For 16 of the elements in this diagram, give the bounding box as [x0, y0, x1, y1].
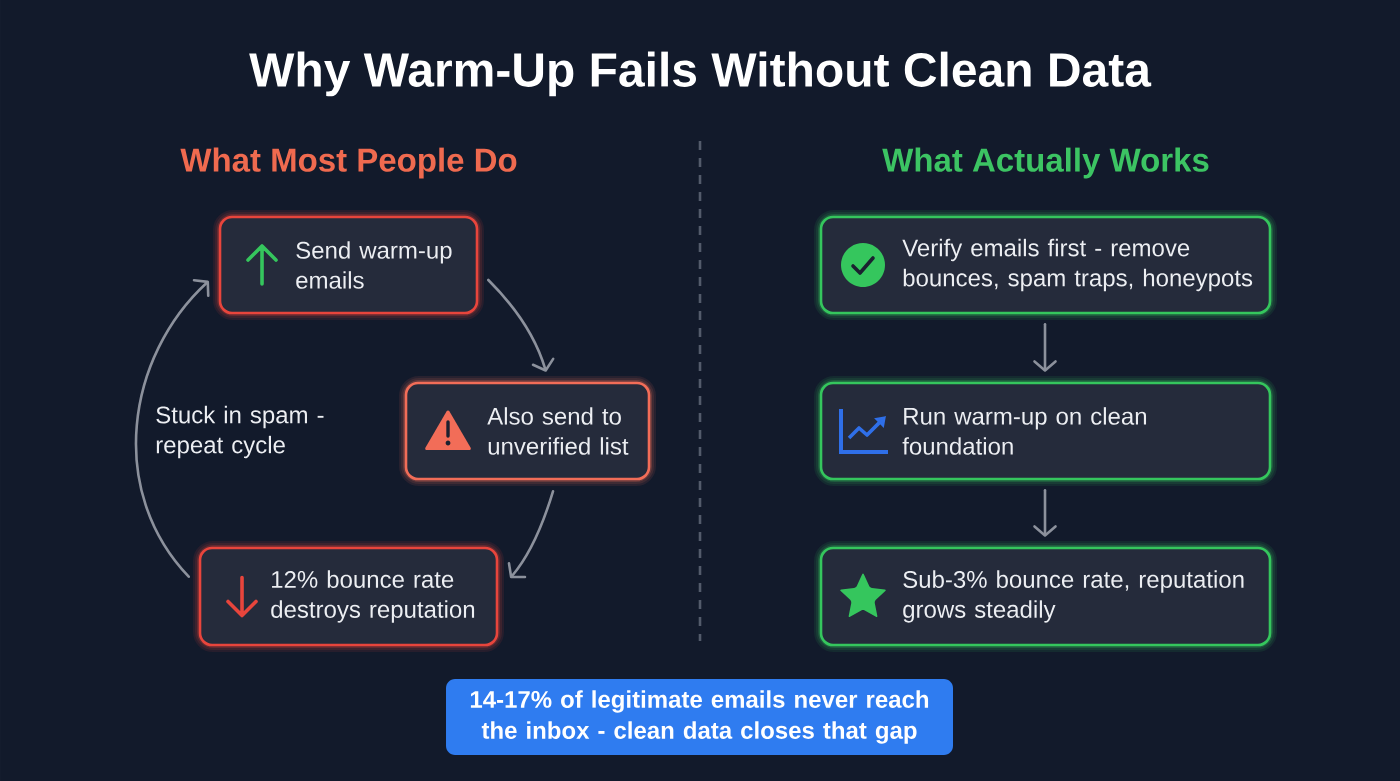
arrow	[1033, 323, 1057, 372]
process-box: Send warm-up emails	[213, 210, 484, 320]
arrow	[1033, 489, 1057, 537]
title: Why Warm-Up Fails Without Clean Data	[249, 51, 1152, 97]
callout-banner: 14-17% of legitimate emails never reach the inbox - clean data closes that gap	[446, 679, 953, 755]
process-box: Also send to unverified list	[399, 376, 656, 486]
process-box: Run warm-up on clean foundation	[814, 376, 1277, 486]
curved-arrow	[507, 490, 555, 579]
process-box: Sub-3% bounce rate, reputation grows steadily	[814, 541, 1277, 652]
curved-arrow	[487, 278, 555, 372]
section-heading: What Most People Do	[180, 147, 517, 179]
edge-label: Stuck in spam - repeat cycle	[156, 405, 324, 459]
section-heading: What Actually Works	[882, 147, 1209, 179]
process-box: Verify emails first - remove bounces, spam traps, honeypots	[814, 210, 1277, 320]
process-box: 12% bounce rate destroys reputation	[193, 541, 504, 652]
curved-arrow	[134, 278, 210, 578]
